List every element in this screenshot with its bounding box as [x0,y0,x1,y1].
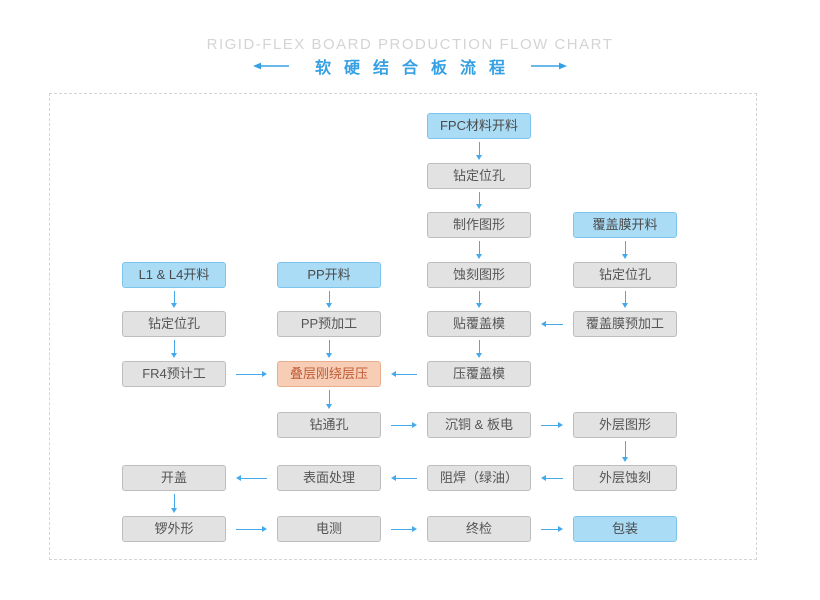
flow-node-drill-through: 钻通孔 [277,412,381,438]
flow-arrow-down-icon [170,340,178,358]
flow-arrow-right-icon [236,370,267,378]
flow-arrow-down-icon [475,340,483,358]
flow-arrow-down-icon [325,291,333,308]
flow-node-pp-preprocess: PP预加工 [277,311,381,337]
flow-node-apply-coverlay: 贴覆盖模 [427,311,531,337]
flow-arrow-down-icon [170,291,178,308]
right-arrow-icon [531,62,567,70]
flow-node-drill-pilot-right: 钻定位孔 [573,262,677,288]
flow-arrow-right-icon [541,421,563,429]
flow-arrow-down-icon [475,142,483,160]
flow-arrow-down-icon [170,494,178,513]
flow-node-packing: 包装 [573,516,677,542]
flow-node-surface-finish: 表面处理 [277,465,381,491]
flow-arrow-left-icon [391,474,417,482]
flow-node-make-pattern: 制作图形 [427,212,531,238]
flow-node-lamination: 叠层刚绕层压 [277,361,381,387]
flow-arrow-down-icon [621,441,629,462]
flow-node-drill-pilot-left: 钻定位孔 [122,311,226,337]
flow-node-fr4-preprocess: FR4预计工 [122,361,226,387]
flow-arrow-right-icon [391,525,417,533]
page-title-cn: 软硬结合板流程 [314,60,518,77]
flow-arrow-right-icon [391,421,417,429]
flowchart-frame [49,93,757,560]
flow-arrow-down-icon [475,291,483,308]
page-title-en: RIGID-FLEX BOARD PRODUCTION FLOW CHART [206,36,614,53]
flow-node-l1l4-cut: L1 & L4开料 [122,262,226,288]
flow-arrow-left-icon [391,370,417,378]
flow-node-coverlay-cut: 覆盖膜开料 [573,212,677,238]
flow-arrow-down-icon [621,241,629,259]
flow-arrow-right-icon [541,525,563,533]
flow-arrow-left-icon [541,474,563,482]
left-arrow-icon [252,62,289,70]
flow-arrow-down-icon [621,291,629,308]
flow-node-outer-pattern: 外层图形 [573,412,677,438]
flow-node-routing: 锣外形 [122,516,226,542]
flow-node-press-coverlay: 压覆盖模 [427,361,531,387]
flow-node-outer-etch: 外层蚀刻 [573,465,677,491]
flow-node-decap: 开盖 [122,465,226,491]
flow-arrow-down-icon [475,241,483,259]
flow-arrow-down-icon [475,192,483,209]
flow-node-drill-pilot-center: 钻定位孔 [427,163,531,189]
flow-node-fpc-cut: FPC材料开料 [427,113,531,139]
flow-node-etch-pattern: 蚀刻图形 [427,262,531,288]
flow-arrow-left-icon [236,474,267,482]
flow-node-copper-plating: 沉铜 & 板电 [427,412,531,438]
flow-arrow-right-icon [236,525,267,533]
flow-arrow-down-icon [325,390,333,409]
flow-node-final-inspection: 终检 [427,516,531,542]
flow-node-e-test: 电测 [277,516,381,542]
flow-arrow-down-icon [325,340,333,358]
flow-node-coverlay-preprocess: 覆盖膜预加工 [573,311,677,337]
flow-node-solder-mask: 阻焊（绿油） [427,465,531,491]
flow-node-pp-cut: PP开料 [277,262,381,288]
flow-arrow-left-icon [541,320,563,328]
page-title-cn-row: 软硬结合板流程 [0,56,820,77]
